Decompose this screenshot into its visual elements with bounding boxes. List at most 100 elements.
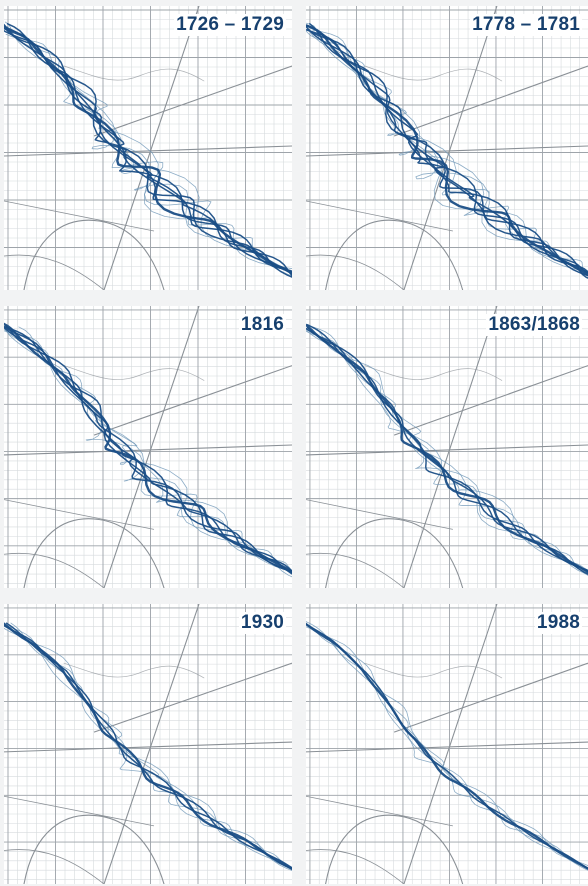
road-line: [4, 741, 292, 753]
map-panel-1726-1729: 1726 – 1729: [4, 6, 292, 290]
side-channel: [306, 25, 588, 276]
road-line: [306, 200, 453, 232]
road-curve: [23, 219, 165, 290]
panel-year-label: 1778 – 1781: [470, 14, 582, 36]
river-channel: [4, 23, 292, 278]
river-strand: [306, 623, 588, 870]
river-channel: [4, 622, 292, 871]
road-curve: [325, 219, 464, 290]
river-channel: [306, 23, 588, 279]
map-panel-1816: 1816: [4, 306, 292, 588]
panel-year-label: 1863/1868: [486, 314, 582, 336]
road-line: [393, 365, 588, 436]
map-grid: [306, 6, 588, 290]
river-strand: [4, 325, 292, 575]
road-line: [403, 6, 498, 290]
road-line: [4, 444, 292, 456]
map-roads: [4, 6, 292, 290]
river-map: [4, 604, 292, 884]
road-line: [4, 499, 155, 530]
river-strand: [306, 327, 588, 572]
map-panel-1930: 1930: [4, 604, 292, 884]
river-strand: [4, 26, 292, 275]
river-map: [306, 306, 588, 588]
road-line: [393, 662, 588, 733]
contour-line: [364, 65, 503, 82]
road-curve: [4, 552, 105, 588]
river-strand: [4, 327, 292, 573]
panel-year-label: 1930: [238, 612, 286, 634]
map-roads: [306, 6, 588, 290]
road-line: [103, 6, 200, 290]
side-channel: [12, 629, 292, 868]
side-channel: [306, 626, 586, 868]
road-curve: [306, 254, 405, 290]
road-curve: [23, 814, 165, 884]
map-panel-1988: 1988: [306, 604, 588, 884]
road-line: [93, 65, 292, 137]
map-roads: [4, 306, 292, 588]
side-channel: [4, 624, 292, 870]
road-curve: [325, 814, 464, 884]
road-curve: [325, 518, 464, 588]
road-line: [403, 604, 498, 884]
road-line: [306, 145, 588, 157]
road-line: [306, 741, 588, 753]
road-curve: [4, 254, 105, 290]
road-curve: [306, 552, 405, 588]
contour-line: [364, 365, 503, 381]
side-channel: [309, 624, 588, 869]
river-channel: [4, 322, 292, 575]
river-strand: [6, 23, 292, 278]
panel-year-label: 1726 – 1729: [174, 14, 286, 36]
river-strand: [4, 326, 292, 574]
road-line: [306, 499, 453, 530]
side-channel: [306, 330, 588, 571]
road-line: [393, 65, 588, 137]
panel-year-label: 1816: [238, 314, 286, 336]
river-strand: [306, 24, 588, 279]
river-strand: [5, 325, 292, 573]
river-map: [4, 6, 292, 290]
map-roads: [306, 604, 588, 884]
river-strand: [4, 25, 292, 277]
panel-year-label: 1988: [534, 612, 582, 634]
road-line: [403, 306, 498, 588]
road-line: [93, 365, 292, 436]
map-roads: [4, 604, 292, 884]
road-line: [4, 145, 292, 157]
map-grid: [306, 306, 588, 588]
road-line: [306, 795, 453, 827]
road-curve: [4, 849, 105, 884]
road-line: [103, 604, 200, 884]
road-line: [306, 444, 588, 456]
road-curve: [23, 518, 165, 588]
map-panel-1778-1781: 1778 – 1781: [306, 6, 588, 290]
river-strand: [4, 28, 292, 272]
floodplain-channels: [4, 622, 292, 872]
river-channel: [306, 323, 588, 575]
contour-line: [364, 662, 503, 679]
river-strand: [306, 327, 588, 573]
road-curve: [306, 849, 405, 884]
river-map: [306, 6, 588, 290]
map-grid: [306, 604, 588, 884]
river-map: [4, 306, 292, 588]
side-channel: [314, 629, 588, 867]
map-roads: [306, 306, 588, 588]
side-channel: [6, 25, 292, 277]
map-panel-1863-1868: 1863/1868: [306, 306, 588, 588]
river-strand: [5, 622, 292, 870]
side-channel: [10, 622, 292, 872]
contour-line: [63, 365, 205, 381]
river-strand: [4, 624, 292, 869]
road-line: [4, 200, 155, 232]
contour-line: [63, 65, 205, 82]
road-line: [4, 795, 155, 827]
road-line: [103, 306, 200, 588]
side-channel: [316, 328, 588, 575]
river-channel: [306, 622, 588, 870]
river-map: [306, 604, 588, 884]
road-line: [93, 662, 292, 733]
map-grid: [4, 306, 292, 588]
